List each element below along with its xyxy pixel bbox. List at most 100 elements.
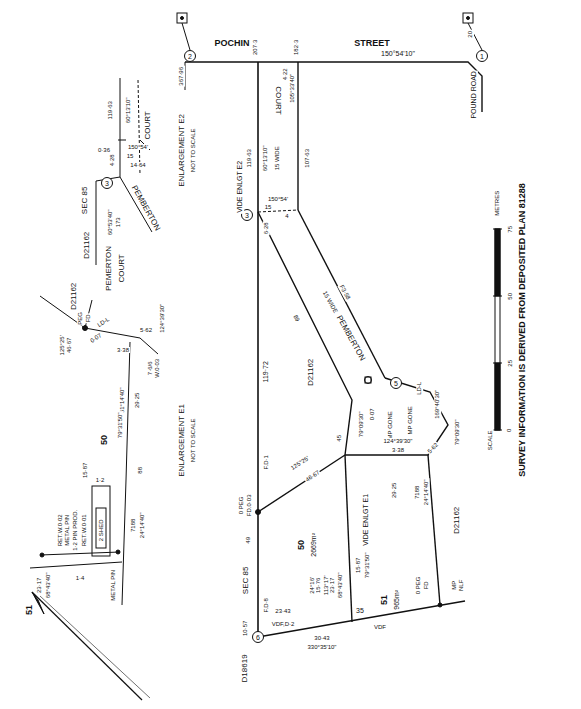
plan-annotation: 60°53'40" xyxy=(107,208,114,236)
plan-annotation: 23·17 xyxy=(330,576,337,593)
plan-annotation: 51 xyxy=(380,594,390,606)
plan-annotation: 150°54'10" xyxy=(380,50,416,58)
plan-annotation: 79°09'30" xyxy=(454,418,461,446)
plan-annotation: 20 xyxy=(467,30,474,39)
plan-annotation: 24°16' xyxy=(309,576,316,595)
plan-annotation: METAL PIN xyxy=(111,568,118,601)
plan-annotation: 150°54' xyxy=(127,144,149,151)
plan-annotation: 0 PEG xyxy=(238,495,245,515)
plan-annotation: 107·63 xyxy=(304,148,311,169)
plan-annotation: COURT xyxy=(144,110,153,140)
plan-annotation: SEC 85 xyxy=(82,185,91,215)
plan-annotation: 207·3 xyxy=(253,38,260,55)
plan-annotation: FD.0·03 xyxy=(246,493,253,517)
plan-annotation: METRES xyxy=(495,189,502,216)
plan-annotation: 182·3 xyxy=(294,38,301,55)
station-number: 5 xyxy=(394,380,398,387)
corner-markers xyxy=(177,13,482,50)
plan-annotation: 88 xyxy=(137,466,144,475)
station-circle: 2 xyxy=(184,50,196,62)
plan-annotation: NOT TO SCALE xyxy=(190,417,197,463)
station-circle: 3 xyxy=(101,177,113,189)
plan-annotation: 119·63 xyxy=(246,148,253,168)
plan-annotation: 119·72 xyxy=(262,360,270,383)
plan-annotation: SURVEY INFORMATION IS DERIVED FROM DEPOS… xyxy=(518,182,528,478)
plan-annotation: 79°09'30" xyxy=(358,410,365,438)
plan-annotation: 25 xyxy=(507,359,514,368)
plan-annotation: 30·43 xyxy=(313,635,330,642)
plan-annotation: SCALE xyxy=(487,429,494,451)
plan-annotation: 60°13'10" xyxy=(262,144,269,172)
plan-annotation: VIDE ENLGT E2 xyxy=(236,160,244,214)
plan-annotation: NLF xyxy=(459,578,466,591)
station-number: 6 xyxy=(256,634,260,641)
plan-annotation: 105°33'40" xyxy=(290,72,297,103)
plan-annotation: COURT xyxy=(273,85,282,115)
plan-annotation: 15·87 xyxy=(356,556,363,573)
plan-annotation: 4·22 xyxy=(282,67,289,81)
plan-annotation: 7188 xyxy=(415,484,422,499)
station-number: 3 xyxy=(245,212,249,219)
plan-annotation: 10·57 xyxy=(243,619,250,636)
plan-annotation: D21162 xyxy=(308,357,317,386)
plan-annotation: 79°31'50" xyxy=(364,551,371,579)
plan-annotation: PEG xyxy=(77,311,84,326)
plan-annotation: 0·07 xyxy=(88,331,103,344)
plan-annotation: 4·28 xyxy=(109,153,116,167)
plan-annotation: 3·38 xyxy=(116,347,130,354)
plan-annotation: 173 xyxy=(115,216,122,228)
plan-annotation: 68°43'40" xyxy=(45,571,52,599)
plan-annotation: 15·87 xyxy=(83,461,90,478)
plan-annotation: POUND ROAD xyxy=(470,70,478,119)
plan-annotation: 79°31'50" xyxy=(117,411,124,439)
plan-annotation: 1·2 PIN PROD. xyxy=(73,508,80,551)
plan-annotation: 15 xyxy=(264,204,273,211)
plan-annotation: 15 WIDE xyxy=(321,289,339,315)
plan-annotation: 24°14'40" xyxy=(423,478,430,506)
plan-annotation: RET.W.0·02 xyxy=(57,513,64,547)
plan-annotation: 3·38 xyxy=(391,447,405,454)
plan-annotation: FD xyxy=(85,313,92,323)
plan-annotation: ENLARGEMENT E1 xyxy=(178,403,187,478)
north-arrow xyxy=(32,592,150,700)
plan-annotation: 125°25' xyxy=(59,334,66,356)
plan-annotation: PEMBERTON xyxy=(333,313,366,363)
plan-annotation: 5·62 xyxy=(139,327,153,334)
plan-annotation: D21162 xyxy=(454,505,463,534)
plan-annotation: 50 xyxy=(507,292,514,301)
station-number: 3 xyxy=(105,180,109,187)
plan-annotation: 15 WIDE xyxy=(274,145,281,171)
plan-annotation: 330°35'10" xyxy=(306,644,337,651)
plan-annotation: MP GONE xyxy=(407,405,414,435)
plan-annotation: NOT TO SCALE xyxy=(190,127,197,173)
plan-annotation: 15·76 xyxy=(316,576,323,593)
plan-annotation: 50 xyxy=(100,434,110,446)
plan-annotation: F.D·8 xyxy=(263,597,270,613)
plan-annotation: 150°54' xyxy=(267,196,289,203)
plan-annotation: 113°17' xyxy=(323,574,330,596)
scale-bar xyxy=(493,229,502,430)
plan-annotation: ENLARGEMENT E2 xyxy=(178,113,187,188)
plan-annotation: 4 xyxy=(284,213,289,220)
plan-annotation: 23·43 xyxy=(274,608,291,615)
plan-annotation: F3·58 xyxy=(338,283,352,302)
enlargement-e2-sketch xyxy=(96,78,152,265)
plan-annotation: 29·25 xyxy=(135,391,142,408)
plan-annotation: 1·2 xyxy=(95,477,106,484)
plan-annotation: 49 xyxy=(245,536,252,545)
plan-annotation: 45 xyxy=(336,434,343,443)
plan-annotation: 965m² xyxy=(393,589,401,611)
station-circle: 6 xyxy=(252,631,264,643)
plan-annotation: 7188 xyxy=(131,517,138,532)
plan-annotation: PEMBERTON xyxy=(128,183,161,233)
plan-annotation: POCHIN xyxy=(213,39,250,49)
plan-annotation: W.0·03 xyxy=(155,357,162,378)
plan-annotation: METAL PIN xyxy=(65,513,72,546)
plan-annotation: 50 xyxy=(297,539,307,551)
plan-annotation: 29·25 xyxy=(392,481,399,498)
plan-annotation: LD-L xyxy=(96,315,112,329)
plan-annotation: 6·28 xyxy=(263,221,270,235)
plan-annotation: 0 PEG xyxy=(415,575,422,595)
plan-annotation: VDF,D·2 xyxy=(271,621,296,628)
